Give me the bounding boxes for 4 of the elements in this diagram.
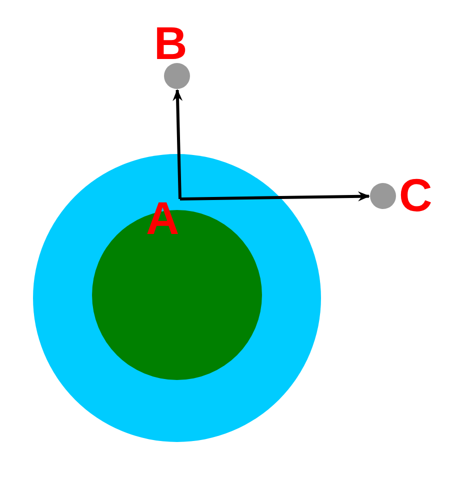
arrow xyxy=(180,191,370,202)
arrow xyxy=(172,89,183,200)
point-label: B xyxy=(154,20,188,66)
point-label: C xyxy=(399,172,432,218)
